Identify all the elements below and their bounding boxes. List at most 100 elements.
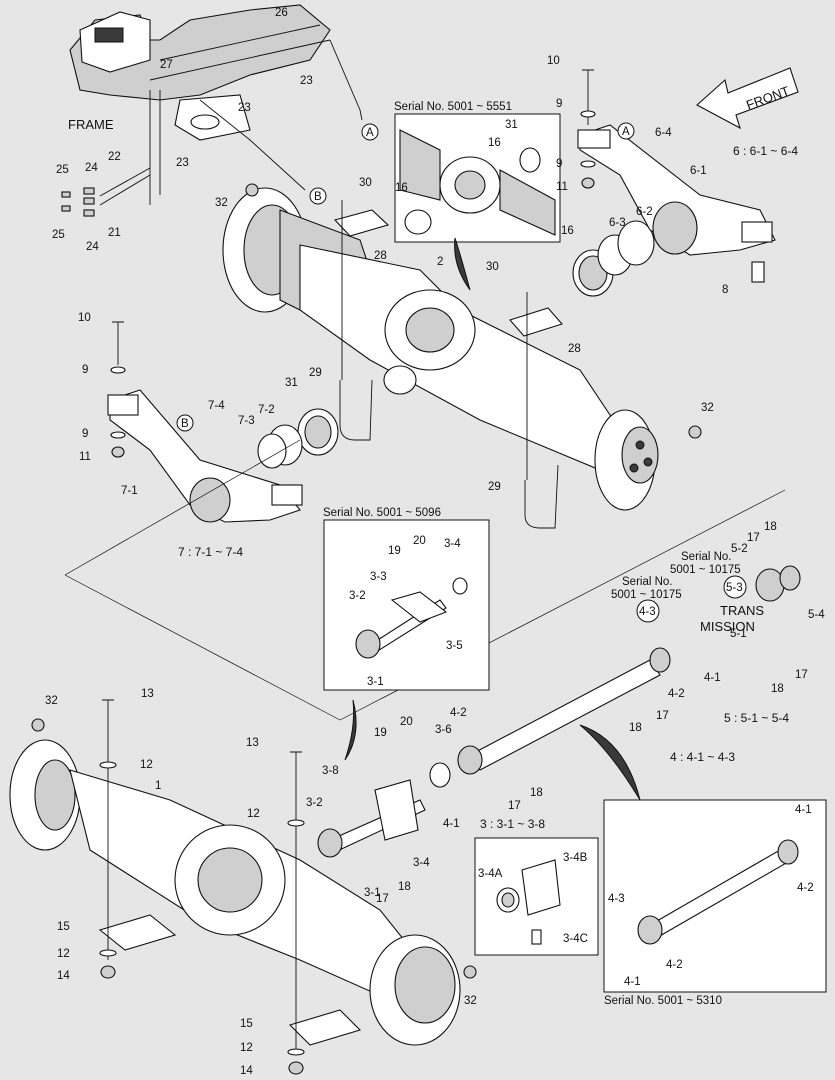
callout-3-5: 3-5 (446, 640, 463, 652)
pointer-mid-inset (344, 699, 357, 761)
callout-17-e: 17 (376, 893, 389, 905)
callout-3-3-mid: 3-3 (370, 571, 387, 583)
callout-32-d: 32 (464, 995, 477, 1007)
callout-6-3: 6-3 (609, 217, 626, 229)
callout-32-b: 32 (701, 402, 714, 414)
seal-31-left-inner (304, 415, 332, 449)
callout-4-3-inset: 4-3 (608, 893, 625, 905)
bushing-6-2 (617, 220, 655, 266)
washer-12-right-bottom (287, 1048, 305, 1056)
plate-28-right (509, 307, 563, 337)
hose-assembly (99, 167, 151, 206)
sn-b-line1: Serial No. (681, 551, 732, 563)
callout-4-1-low: 4-1 (443, 818, 460, 830)
pointer-top-inset (454, 237, 471, 291)
inset-top-serial: Serial No. 5001 ~ 5551 (394, 101, 512, 113)
washer-12-left-bottom (99, 949, 117, 957)
inset-34-parts (496, 859, 561, 945)
inset-bottom-serial: Serial No. 5001 ~ 5310 (604, 995, 722, 1007)
callout-10-a: 10 (547, 55, 560, 67)
callout-3-4-mid: 3-4 (444, 538, 461, 550)
callout-3-4-low: 3-4 (413, 857, 430, 869)
inset-bottom-shaft (637, 839, 799, 945)
callout-4-2-inset-b: 4-2 (666, 959, 683, 971)
callout-30-a: 30 (359, 177, 372, 189)
callout-4-1-inset-b: 4-1 (624, 976, 641, 988)
callout-28-a: 28 (374, 250, 387, 262)
callout-9-c: 9 (82, 364, 88, 376)
washer-12-right-top (287, 819, 305, 827)
callout-7-4: 7-4 (208, 400, 225, 412)
plug-32-upper-left (245, 183, 259, 197)
u-bolt-left (339, 379, 373, 441)
callout-17-d: 17 (508, 800, 521, 812)
drive-shaft-3 (317, 762, 451, 858)
bushing-7-3 (257, 433, 287, 469)
callout-6-4: 6-4 (655, 127, 672, 139)
callout-7-1: 7-1 (121, 485, 138, 497)
plug-32-upper-right (688, 425, 702, 439)
ref-b-bracket-text: B (181, 418, 189, 430)
washer-9-left-top (110, 366, 126, 374)
callout-5-4: 5-4 (808, 609, 825, 621)
u-bolt-right (524, 464, 559, 529)
callout-16-c: 16 (561, 225, 574, 237)
callout-12-a: 12 (140, 759, 153, 771)
callout-9-a: 9 (556, 98, 562, 110)
callout-17-b: 17 (795, 669, 808, 681)
nut-11-right (581, 177, 595, 189)
nut-11-left (111, 446, 125, 458)
trans-line1: TRANS (720, 603, 764, 618)
ref-circle-a-bracket (617, 122, 635, 140)
callout-19-a: 19 (388, 545, 401, 557)
group-5-caption: 5 : 5-1 ~ 5-4 (724, 711, 789, 725)
bolt-10-left (112, 321, 124, 365)
callout-3-1-mid: 3-1 (367, 676, 384, 688)
lower-axle-assembly (9, 739, 461, 1046)
callout-10-b: 10 (78, 312, 91, 324)
nut-14-left (100, 965, 116, 979)
callout-12-d: 12 (240, 1042, 253, 1054)
callout-1: 1 (155, 780, 161, 792)
callout-29-a: 29 (309, 367, 322, 379)
ref-circle-a-frame (361, 123, 379, 141)
callout-31-a: 31 (505, 119, 518, 131)
washer-9-right-bottom (580, 160, 596, 168)
callout-26: 26 (275, 7, 288, 19)
stud-13-right (290, 751, 302, 1050)
inset-mid-serial: Serial No. 5001 ~ 5096 (323, 507, 441, 519)
callout-9-d: 9 (82, 428, 88, 440)
callout-3-8: 3-8 (322, 765, 339, 777)
callout-15-b: 15 (240, 1018, 253, 1030)
frame-label: FRAME (68, 117, 114, 132)
ref-circle-b-frame (309, 187, 327, 205)
callout-11-b: 11 (79, 451, 91, 463)
callout-5-3: 5-3 (726, 582, 743, 594)
callout-4-1-inset-a: 4-1 (795, 804, 812, 816)
ref-b-frame-text: B (314, 191, 322, 203)
group-3-caption: 3 : 3-1 ~ 3-8 (480, 817, 545, 831)
callout-22: 22 (108, 151, 121, 163)
callout-24-a: 24 (85, 162, 98, 174)
inset-mid-shaft (355, 577, 468, 659)
callout-25-a: 25 (56, 164, 69, 176)
callout-17-a: 17 (747, 532, 760, 544)
callout-4-3-circle (636, 599, 660, 623)
callout-16-b: 16 (395, 182, 408, 194)
callout-7-3: 7-3 (238, 415, 255, 427)
ref-a-frame-text: A (366, 127, 374, 139)
callout-3-6: 3-6 (435, 724, 452, 736)
callout-4-3-mid: 4-3 (639, 606, 656, 618)
group-4-caption: 4 : 4-1 ~ 4-3 (670, 750, 735, 764)
plug-32-lower-left (31, 718, 45, 732)
callout-18-b: 18 (771, 683, 784, 695)
ref-a-bracket-text: A (622, 126, 630, 138)
callout-18-c: 18 (629, 722, 642, 734)
callout-20-b: 20 (400, 716, 413, 728)
upper-axle-assembly (222, 187, 659, 511)
callout-28-b: 28 (568, 343, 581, 355)
callout-3-1-low: 3-1 (364, 887, 381, 899)
callout-7-2: 7-2 (258, 404, 275, 416)
callout-6-2: 6-2 (636, 206, 653, 218)
callout-3-2-low: 3-2 (306, 797, 323, 809)
